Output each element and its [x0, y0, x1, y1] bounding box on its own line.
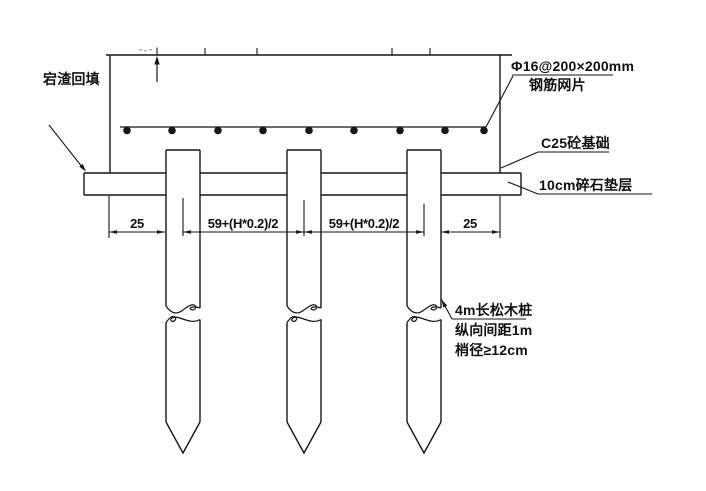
leader-pile	[441, 299, 526, 320]
rebar-mesh-label-line1: Φ16@200×200mm	[511, 58, 635, 74]
pile-1	[165, 149, 201, 455]
rebar-mesh	[120, 126, 488, 135]
pile-label-line1: 4m长松木桩	[455, 302, 533, 318]
foundation-outline	[106, 54, 512, 173]
pile-2	[286, 149, 322, 455]
dim-right-span: 59+(H*0.2)/2	[328, 216, 400, 231]
dimension-lines	[108, 196, 501, 238]
pile-3	[406, 149, 442, 455]
foundation-label: C25砼基础	[541, 135, 610, 151]
top-tick-marks	[139, 47, 431, 55]
leader-backfill	[48, 124, 86, 172]
level-arrow	[154, 56, 160, 82]
cushion-outline	[83, 172, 522, 196]
dim-right-edge: 25	[463, 216, 477, 231]
leader-foundation	[500, 151, 609, 169]
backfill-label: 宕渣回填	[43, 71, 100, 87]
pile-label-line2: 纵向间距1m	[455, 322, 533, 338]
dim-left-edge: 25	[130, 216, 144, 231]
pile-label-line3: 梢径≥12cm	[455, 342, 528, 358]
rebar-mesh-label-line2: 钢筋网片	[529, 77, 586, 93]
dim-left-span: 59+(H*0.2)/2	[207, 216, 279, 231]
leader-mesh	[485, 74, 613, 128]
cushion-label: 10cm碎石垫层	[539, 177, 633, 193]
leader-cushion	[507, 181, 652, 195]
